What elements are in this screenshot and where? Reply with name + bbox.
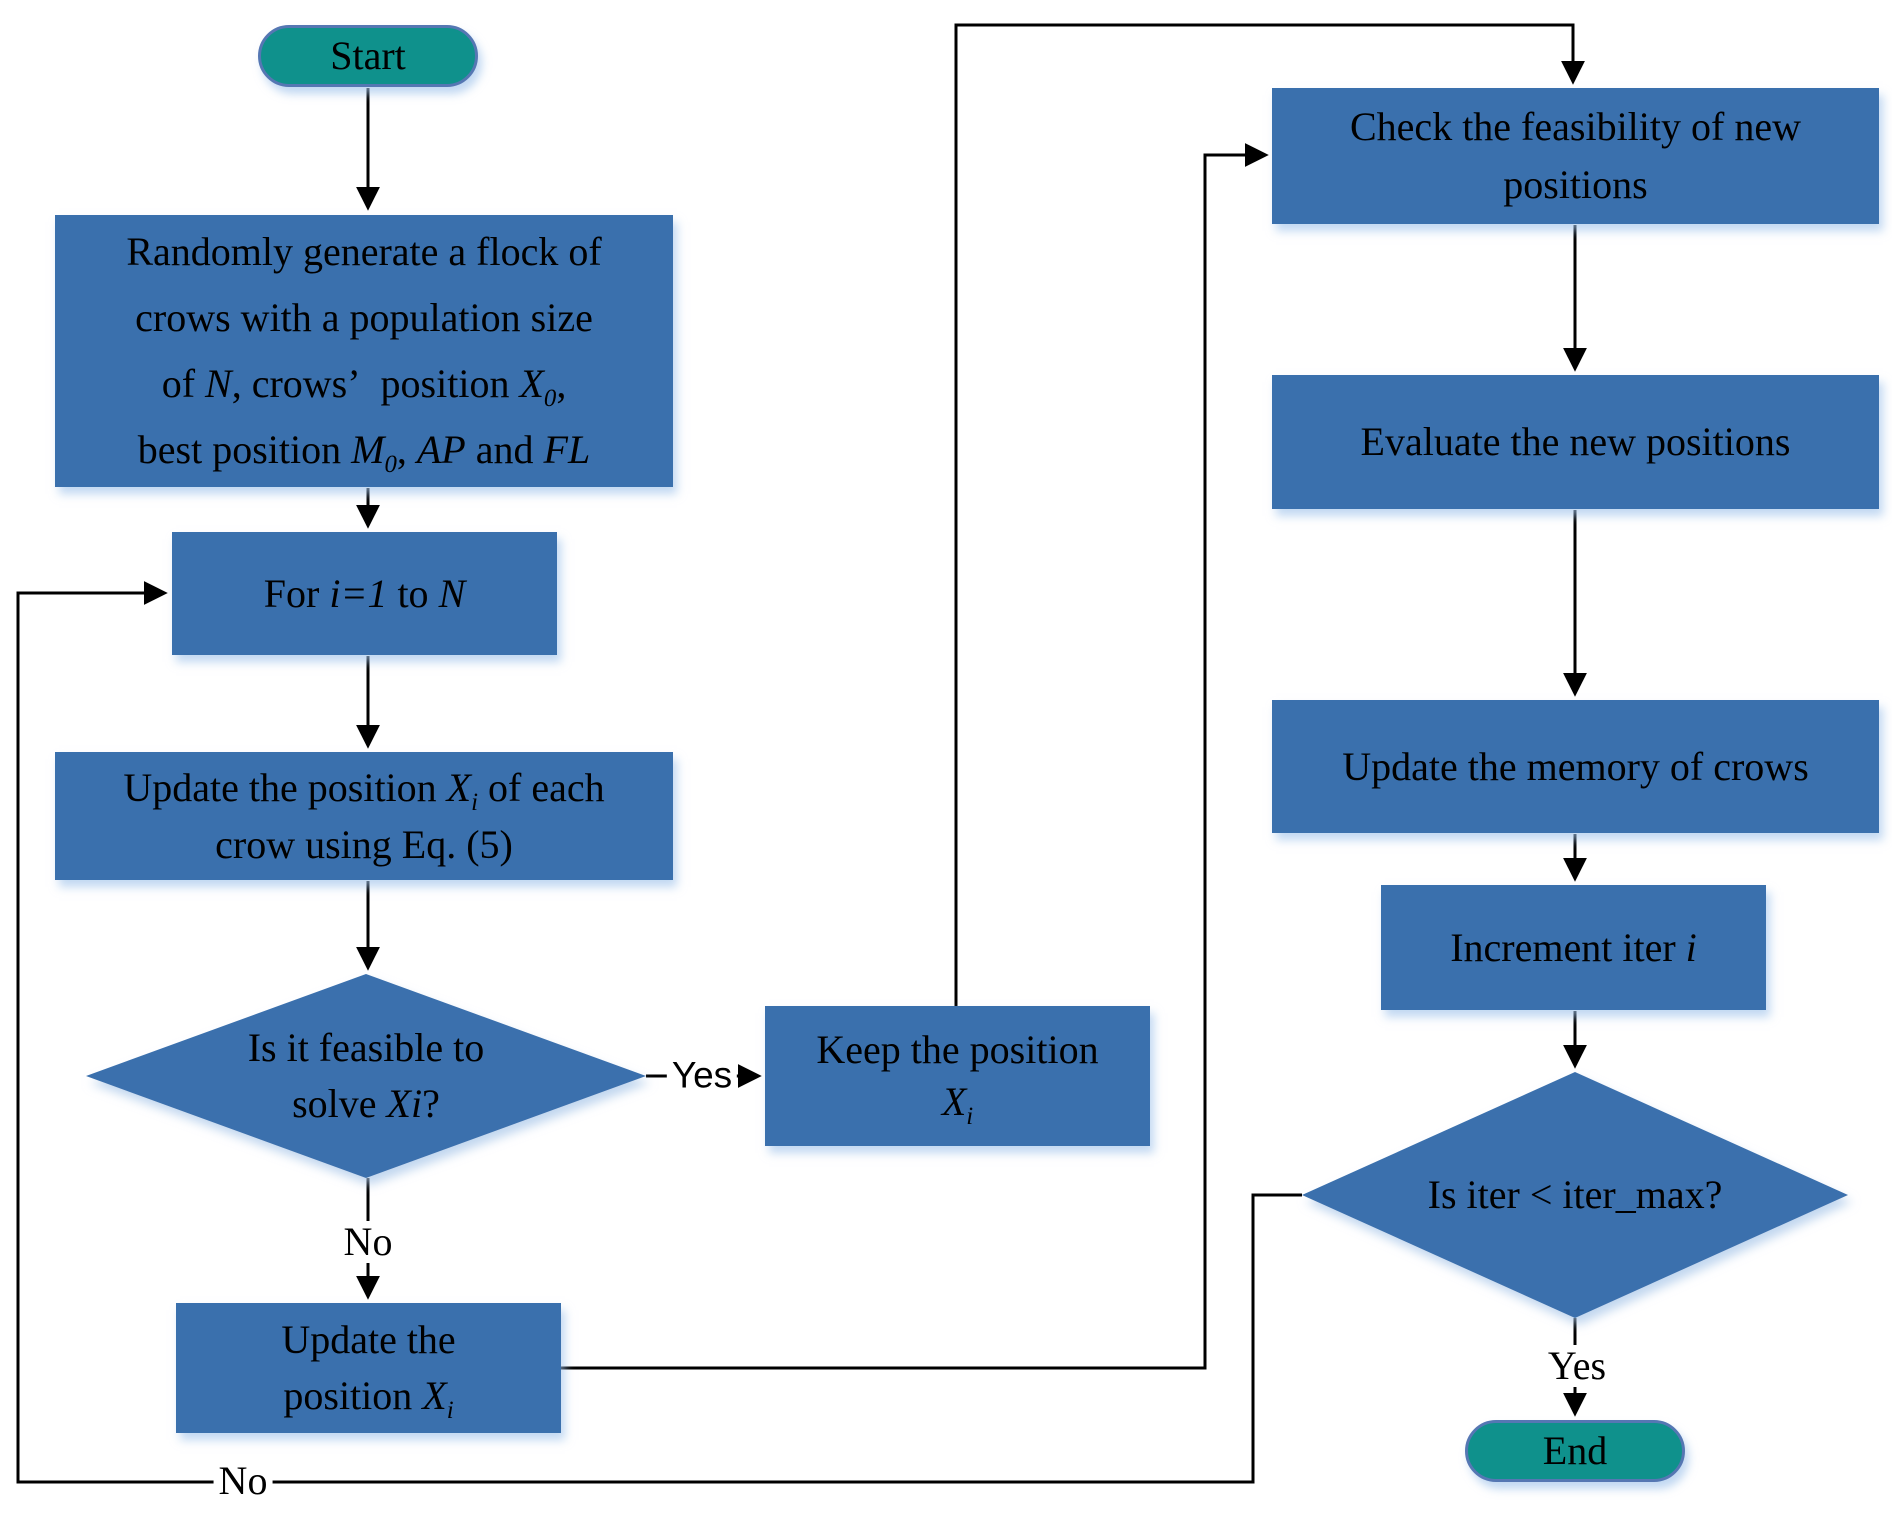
edge-label-no-iter-loop: No bbox=[213, 1460, 273, 1502]
edge-label-no-feasible: No bbox=[338, 1221, 398, 1263]
edge-update-position-to-check-left bbox=[561, 143, 1269, 1370]
edge-label-yes-end: Yes bbox=[1542, 1345, 1612, 1387]
process-increment-iter: Increment iter i bbox=[1381, 885, 1766, 1010]
process-update-memory: Update the memory of crows bbox=[1272, 700, 1879, 833]
feasible-decision-diamond bbox=[86, 974, 646, 1178]
end-terminator: End bbox=[1465, 1420, 1685, 1482]
edge-keep-to-check-top bbox=[954, 23, 1585, 1006]
edge-iter-decision-no-loop bbox=[16, 581, 1302, 1484]
start-terminator: Start bbox=[258, 25, 478, 87]
iter-decision-label: Is iter < iter_max? bbox=[1427, 1172, 1723, 1217]
iter-decision-diamond bbox=[1302, 1072, 1848, 1318]
process-for-loop: For i=1 to N bbox=[172, 532, 557, 655]
process-evaluate-positions: Evaluate the new positions bbox=[1272, 375, 1879, 509]
edge-label-yes-feasible: Yes bbox=[666, 1056, 738, 1096]
